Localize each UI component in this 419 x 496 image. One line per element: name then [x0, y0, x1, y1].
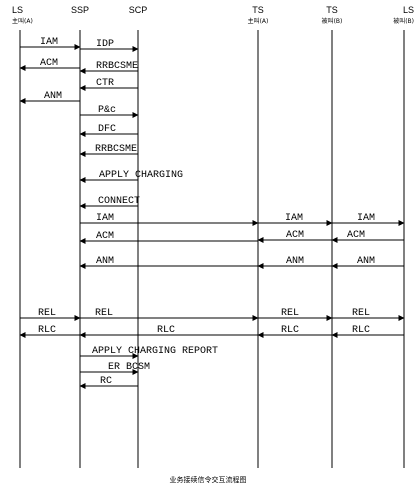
message-23: REL	[332, 308, 405, 321]
message-1: IDP	[80, 39, 139, 52]
message-label: IDP	[96, 39, 114, 50]
message-label: IAM	[285, 213, 303, 224]
message-label: ANM	[96, 256, 114, 267]
message-label: IAM	[40, 37, 58, 48]
message-label: REL	[38, 308, 56, 319]
participant-headers: LS 主叫(A) SSP SCP TS 主叫(A) TS 被叫(B) LS 被叫(B)	[12, 5, 414, 25]
participant-sublabel-ts1: 主叫(A)	[248, 17, 269, 25]
message-29: ER BCSM	[80, 362, 150, 375]
message-25: RLC	[79, 325, 258, 338]
participant-sublabel-ls1: 主叫(A)	[12, 17, 33, 25]
message-0: IAM	[20, 37, 81, 50]
message-label: RLC	[157, 325, 175, 336]
participant-label-ls1: LS	[12, 5, 23, 15]
message-14: ACM	[79, 231, 258, 244]
message-label: IAM	[357, 213, 375, 224]
message-label: RLC	[352, 325, 370, 336]
message-27: RLC	[331, 325, 404, 338]
message-16: ACM	[331, 230, 404, 243]
message-28: APPLY CHARGING REPORT	[80, 346, 218, 359]
participant-label-ssp: SSP	[71, 5, 89, 15]
message-15: ACM	[257, 230, 332, 243]
message-label: RLC	[281, 325, 299, 336]
message-17: ANM	[79, 256, 258, 269]
message-label: ER BCSM	[108, 362, 150, 373]
message-2: ACM	[19, 58, 80, 71]
message-label: ACM	[96, 231, 114, 242]
message-label: RC	[100, 376, 112, 387]
message-7: DFC	[79, 124, 138, 137]
message-label: RRBCSME	[96, 61, 138, 72]
message-label: RRBCSME	[95, 144, 137, 155]
message-label: APPLY CHARGING	[99, 170, 183, 181]
message-26: RLC	[257, 325, 332, 338]
message-label: REL	[95, 308, 113, 319]
message-label: ANM	[44, 91, 62, 102]
message-label: CTR	[96, 78, 114, 89]
message-label: ANM	[357, 256, 375, 267]
message-label: DFC	[98, 124, 116, 135]
message-label: ACM	[347, 230, 365, 241]
message-9: APPLY CHARGING	[79, 170, 183, 183]
message-4: CTR	[79, 78, 138, 91]
message-11: IAM	[80, 213, 259, 226]
message-20: REL	[20, 308, 81, 321]
message-label: ANM	[286, 256, 304, 267]
message-18: ANM	[257, 256, 332, 269]
message-3: RRBCSME	[79, 61, 138, 74]
participant-label-ts1: TS	[252, 5, 264, 15]
message-label: ACM	[286, 230, 304, 241]
message-label: REL	[281, 308, 299, 319]
message-label: RLC	[38, 325, 56, 336]
participant-label-ls2: LS	[403, 5, 414, 15]
message-label: P&c	[98, 105, 116, 116]
message-22: REL	[258, 308, 333, 321]
diagram-caption: 业务接续信令交互流程图	[170, 475, 247, 484]
message-label: ACM	[40, 58, 58, 69]
message-13: IAM	[332, 213, 405, 226]
message-19: ANM	[331, 256, 404, 269]
message-30: RC	[79, 376, 138, 389]
lifelines	[19, 30, 405, 468]
message-label: CONNECT	[98, 196, 140, 207]
message-label: REL	[352, 308, 370, 319]
participant-label-scp: SCP	[129, 5, 148, 15]
message-6: P&c	[80, 105, 139, 118]
message-8: RRBCSME	[79, 144, 138, 157]
message-5: ANM	[19, 91, 80, 104]
message-label: IAM	[96, 213, 114, 224]
participant-label-ts2: TS	[326, 5, 338, 15]
message-label: APPLY CHARGING REPORT	[92, 346, 218, 357]
participant-sublabel-ls2: 被叫(B)	[393, 17, 414, 25]
participant-sublabel-ts2: 被叫(B)	[322, 17, 343, 25]
message-24: RLC	[19, 325, 80, 338]
message-21: REL	[80, 308, 259, 321]
message-10: CONNECT	[79, 196, 140, 209]
message-12: IAM	[258, 213, 333, 226]
